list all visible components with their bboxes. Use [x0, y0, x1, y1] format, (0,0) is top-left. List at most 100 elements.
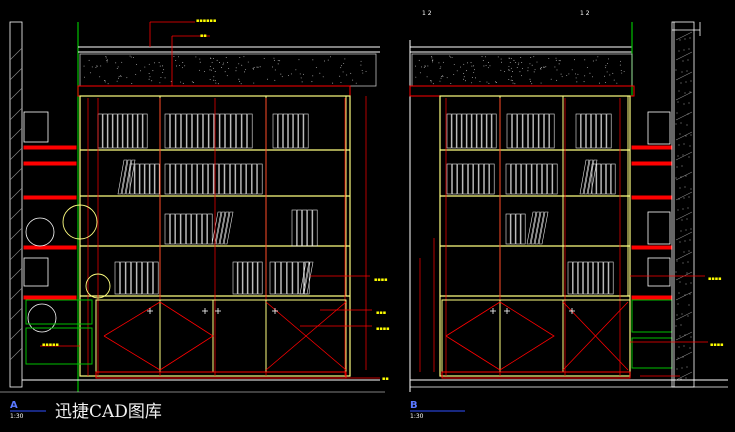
speckle — [510, 67, 512, 69]
speckle — [516, 67, 518, 69]
speckle — [512, 82, 514, 84]
wall-hatch — [9, 347, 23, 361]
book — [175, 163, 181, 195]
speckle — [584, 59, 586, 61]
book — [164, 213, 170, 245]
book — [142, 113, 148, 149]
speckle — [678, 144, 680, 146]
book — [142, 261, 148, 295]
speckle — [501, 61, 502, 63]
speckle — [451, 56, 453, 58]
book — [107, 113, 113, 149]
wall-hatch — [675, 91, 693, 101]
speckle — [620, 69, 622, 71]
speckle — [218, 62, 220, 64]
book — [241, 113, 247, 149]
speckle — [687, 59, 689, 61]
speckle — [481, 56, 483, 58]
book — [224, 163, 230, 195]
wall-hatch — [675, 51, 693, 61]
speckle — [682, 154, 684, 156]
speckle — [680, 176, 682, 178]
speckle — [604, 67, 606, 69]
speckle — [607, 58, 609, 60]
speckle — [210, 57, 212, 59]
speckle — [442, 75, 443, 77]
speckle — [555, 59, 557, 61]
note: ▪▪ — [200, 33, 207, 39]
speckle — [684, 38, 686, 40]
speckle — [605, 65, 607, 67]
speckle — [362, 72, 364, 74]
book — [257, 261, 263, 295]
speckle — [107, 83, 109, 85]
speckle — [350, 72, 352, 74]
speckle — [554, 66, 556, 68]
wall-hatch — [675, 251, 693, 261]
speckle — [162, 65, 164, 67]
speckle — [681, 165, 683, 167]
speckle — [432, 83, 434, 85]
wall-hatch — [675, 71, 693, 81]
speckle — [209, 69, 211, 71]
speckle — [460, 66, 461, 68]
book — [292, 261, 299, 295]
book — [312, 209, 318, 247]
book — [291, 209, 297, 247]
speckle — [679, 281, 681, 283]
speckle — [683, 49, 685, 51]
speckle — [193, 82, 195, 83]
wall-hatch — [9, 87, 23, 101]
speckle — [83, 65, 85, 67]
side-cabinet — [631, 337, 673, 369]
book — [588, 261, 594, 295]
speckle — [473, 69, 475, 71]
speckle — [679, 335, 681, 337]
book — [170, 163, 176, 195]
book — [293, 113, 299, 149]
leaning-book — [530, 211, 541, 245]
book — [139, 163, 145, 195]
book — [132, 113, 138, 149]
book — [281, 261, 287, 295]
book — [181, 113, 187, 149]
speckle — [299, 73, 301, 75]
speckle — [116, 80, 118, 82]
side-niche — [647, 111, 671, 145]
speckle — [508, 69, 510, 71]
book — [298, 113, 304, 149]
speckle — [238, 63, 240, 65]
speckle — [686, 218, 688, 220]
book — [510, 163, 516, 195]
speckle — [685, 377, 687, 379]
speckle — [415, 65, 416, 67]
side-cabinet — [631, 299, 673, 333]
side-cabinet — [25, 299, 93, 325]
book — [466, 113, 472, 149]
side-niche — [647, 211, 671, 245]
speckle — [575, 77, 577, 79]
book — [471, 113, 477, 149]
book — [192, 113, 198, 149]
speckle — [361, 69, 363, 71]
elevation-a-title: A — [10, 400, 18, 411]
speckle — [558, 63, 560, 65]
book — [208, 113, 214, 149]
book — [538, 113, 544, 149]
speckle — [678, 50, 680, 52]
side-shelf — [23, 195, 77, 200]
door-diamond — [445, 301, 555, 371]
leaning-book — [583, 159, 594, 195]
speckle — [679, 241, 681, 243]
speckle — [685, 135, 687, 137]
speckle — [465, 70, 467, 72]
book — [202, 163, 209, 195]
cornice-red — [409, 85, 635, 97]
book — [580, 113, 586, 149]
speckle — [686, 272, 688, 274]
speckle — [213, 58, 214, 59]
speckle — [689, 293, 691, 295]
book — [521, 163, 527, 195]
speckle — [178, 64, 180, 66]
speckle — [684, 240, 686, 242]
